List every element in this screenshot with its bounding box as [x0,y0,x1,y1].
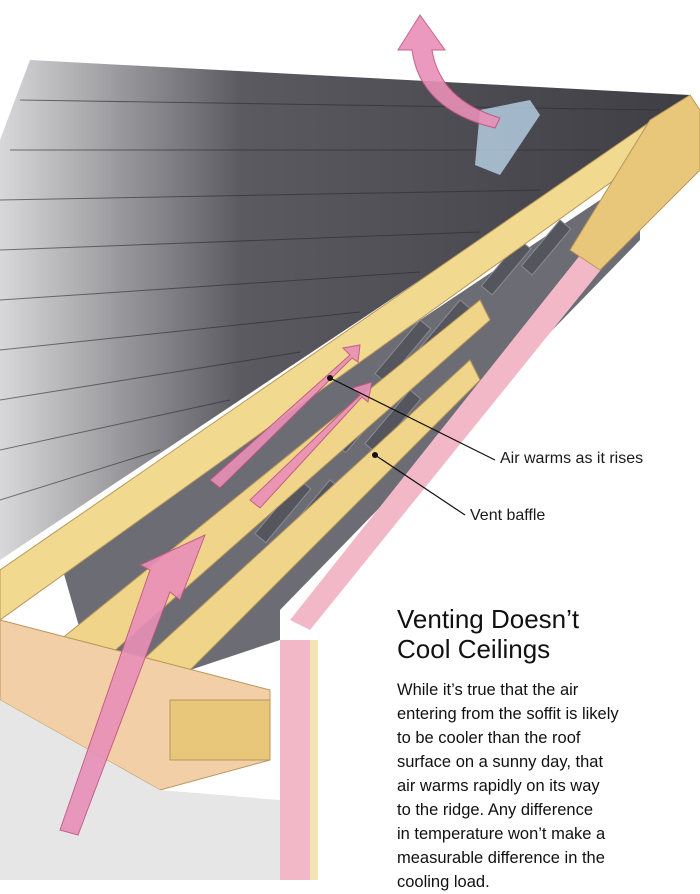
airflow-arrows [59,14,501,836]
gable-truss [569,94,700,271]
soffit-arrow [59,534,206,836]
sidebar-title: Venting Doesn’t Cool Ceilings [397,604,579,664]
sidebar-body: While it’s true that the air entering fr… [397,678,697,894]
siding [0,700,280,880]
label-air-warms: Air warms as it rises [500,450,644,467]
shingle-roof [0,60,690,560]
title-line: Cool Ceilings [397,634,551,664]
rising-arrow [209,344,361,489]
body-line: to the ridge. Any difference [397,801,593,819]
title-line: Venting Doesn’t [397,604,580,634]
label-vent-baffle: Vent baffle [470,507,546,524]
leader-line [329,377,496,461]
body-line: in temperature won’t make a [397,825,606,843]
body-line: measurable difference in the [397,849,605,867]
leader-line [374,454,466,516]
attic-interior [60,200,640,700]
body-line: air warms rapidly on its way [397,777,600,795]
wall-insulation [280,640,310,880]
body-line: cooling load. [397,873,490,891]
rising-arrow [249,381,373,509]
body-line: to be cooler than the roof [397,729,581,747]
insulation [290,230,625,630]
exhaust-arrow [397,14,501,129]
body-line: surface on a sunny day, that [397,753,604,771]
body-line: entering from the soffit is likely [397,705,619,723]
body-line: While it’s true that the air [397,681,579,699]
